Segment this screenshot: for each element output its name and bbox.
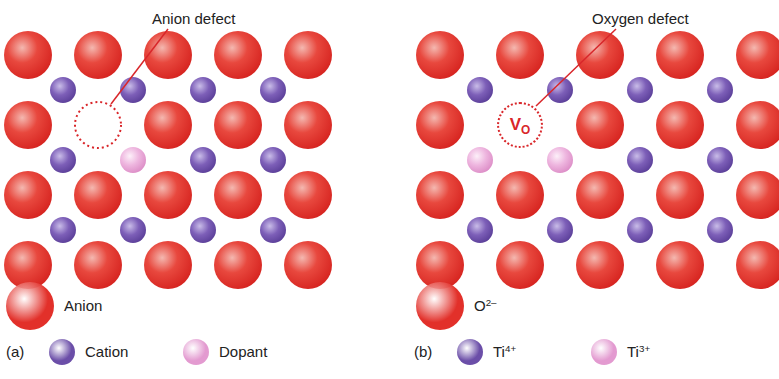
subscript: O [521,122,530,136]
legend-swatch [416,282,464,330]
legend-label: O2– [474,297,497,315]
legend-swatch [183,339,209,365]
legend-label: Ti4+ [493,343,516,361]
legend-swatch [49,339,75,365]
panel-label: (a) [6,343,24,361]
legend-swatch [457,339,483,365]
leader-line [536,29,616,106]
legend-label: Ti3+ [627,343,650,361]
cation-spheres [50,77,733,243]
vacancy-circle [75,102,121,148]
panel-label: (b) [414,343,432,361]
legend-swatch [591,339,617,365]
vacancy-symbol: VO [510,115,531,135]
leader-line [111,29,168,104]
superscript: 4+ [505,343,516,354]
text-part: Ti [493,343,505,360]
text-part: O [474,297,486,314]
superscript: 2– [486,297,497,308]
dopant-spheres [120,147,573,173]
text-part: V [510,115,521,134]
legend-label: Anion [64,297,102,315]
legend-label: Dopant [219,343,267,361]
legend-swatch [6,282,54,330]
callout-label: Anion defect [150,10,237,28]
legend-label: Cation [85,343,128,361]
vacancy-circle: VO [497,102,543,148]
anion-spheres [4,31,779,289]
superscript: 3+ [639,343,650,354]
callout-label: Oxygen defect [590,10,691,28]
text-part: Ti [627,343,639,360]
